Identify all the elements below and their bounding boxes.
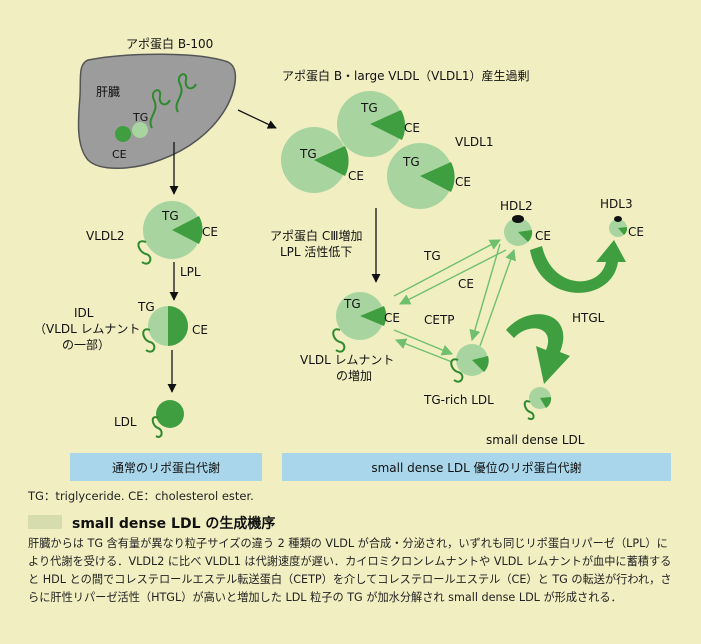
vldl1-3-tg-label: TG bbox=[402, 155, 420, 169]
vldl1-particle-1 bbox=[337, 91, 406, 157]
vldl1-2-tg-label: TG bbox=[299, 147, 317, 161]
arrow-tgrich-to-hdl2 bbox=[479, 248, 516, 347]
hdl3-label: HDL3 bbox=[600, 197, 633, 211]
hdl2-particle bbox=[504, 215, 533, 246]
arrow-tg-to-hdl2 bbox=[393, 239, 501, 297]
idl-label-line3: の一部） bbox=[62, 337, 110, 352]
arrow-ce-from-tgrich bbox=[394, 338, 453, 363]
htgl-arrow bbox=[506, 314, 570, 384]
vldl2-label: VLDL2 bbox=[86, 229, 124, 243]
small-dense-ldl-particle bbox=[523, 387, 552, 421]
caption-body: 肝臓からは TG 含有量が異なり粒子サイズの違う 2 種類の VLDL が合成・… bbox=[28, 537, 672, 604]
idl-tg-label: TG bbox=[137, 300, 155, 314]
vldl2-ce-label: CE bbox=[202, 225, 218, 239]
liver-label: 肝臓 bbox=[96, 85, 120, 99]
vldl1-particle-2 bbox=[281, 127, 349, 193]
abbreviations-note: TG：triglyceride. CE：cholesterol ester. bbox=[28, 489, 254, 503]
arrow-liver-to-vldl1 bbox=[237, 109, 277, 129]
liver-tg-label: TG bbox=[132, 111, 148, 124]
cetp-label: CETP bbox=[424, 313, 455, 327]
vldl1-3-ce-label: CE bbox=[455, 175, 471, 189]
arrow-ce-to-remnant bbox=[399, 249, 507, 305]
apo-ciii-label-line2: LPL 活性低下 bbox=[280, 245, 352, 259]
idl-ce-label: CE bbox=[192, 323, 208, 337]
vldl1-1-ce-label: CE bbox=[404, 121, 420, 135]
vldl1-2-ce-label: CE bbox=[348, 169, 364, 183]
idl-label-line1: IDL bbox=[74, 306, 94, 320]
vldl1-1-tg-label: TG bbox=[360, 101, 378, 115]
liver-ce-label: CE bbox=[112, 148, 127, 161]
vldl1-particle-3 bbox=[387, 143, 455, 209]
caption-swatch bbox=[28, 515, 62, 529]
htgl-label: HTGL bbox=[572, 311, 605, 325]
exchange-ce-label: CE bbox=[458, 277, 474, 291]
lpl-label: LPL bbox=[180, 265, 201, 279]
vldl-remnant-label-line1: VLDL レムナント bbox=[300, 353, 394, 367]
vldl-remnant-label-line2: の増加 bbox=[336, 369, 372, 383]
vldl2-particle bbox=[137, 201, 203, 265]
hdl3-particle bbox=[609, 216, 628, 237]
remnant-ce-label: CE bbox=[384, 311, 400, 325]
hdl2-to-hdl3-arrow bbox=[530, 240, 626, 293]
apo-ciii-label-line1: アポ蛋白 CⅢ増加 bbox=[270, 228, 362, 243]
tg-rich-ldl-label: TG-rich LDL bbox=[423, 393, 494, 407]
ldl-particle bbox=[151, 400, 184, 438]
normal-metabolism-bar: 通常のリポ蛋白代謝 bbox=[70, 453, 262, 481]
tg-rich-ldl-particle bbox=[450, 344, 489, 383]
arrow-hdl2-to-tgrich bbox=[469, 243, 501, 342]
liver-apob-strand-2 bbox=[175, 73, 197, 113]
liver-apob-strand-1 bbox=[149, 89, 171, 129]
arrow-tg-to-tgrich bbox=[393, 329, 454, 356]
vldl-remnant-particle bbox=[332, 292, 387, 353]
hdl2-ce-label: CE bbox=[535, 229, 551, 243]
vldl2-tg-label: TG bbox=[161, 209, 179, 223]
remnant-tg-label: TG bbox=[343, 297, 361, 311]
caption-title: small dense LDL の生成機序 bbox=[72, 516, 276, 532]
hdl3-ce-label: CE bbox=[628, 225, 644, 239]
apo-b-large-vldl-label: アポ蛋白 B・large VLDL（VLDL1）産生過剰 bbox=[282, 68, 530, 83]
idl-label-line2: （VLDL レムナント bbox=[34, 322, 140, 336]
idl-particle bbox=[142, 306, 188, 353]
liver-shape bbox=[77, 53, 237, 169]
sdldl-metabolism-bar: small dense LDL 優位のリポ蛋白代謝 bbox=[282, 453, 671, 481]
ldl-label: LDL bbox=[114, 415, 137, 429]
hdl2-label: HDL2 bbox=[500, 199, 533, 213]
small-dense-ldl-label: small dense LDL bbox=[486, 433, 585, 447]
liver-ce-particle bbox=[115, 126, 131, 142]
vldl1-label: VLDL1 bbox=[455, 135, 493, 149]
apo-b100-label: アポ蛋白 B-100 bbox=[126, 36, 213, 51]
liver-tg-particle bbox=[132, 122, 148, 138]
exchange-tg-label: TG bbox=[423, 249, 441, 263]
